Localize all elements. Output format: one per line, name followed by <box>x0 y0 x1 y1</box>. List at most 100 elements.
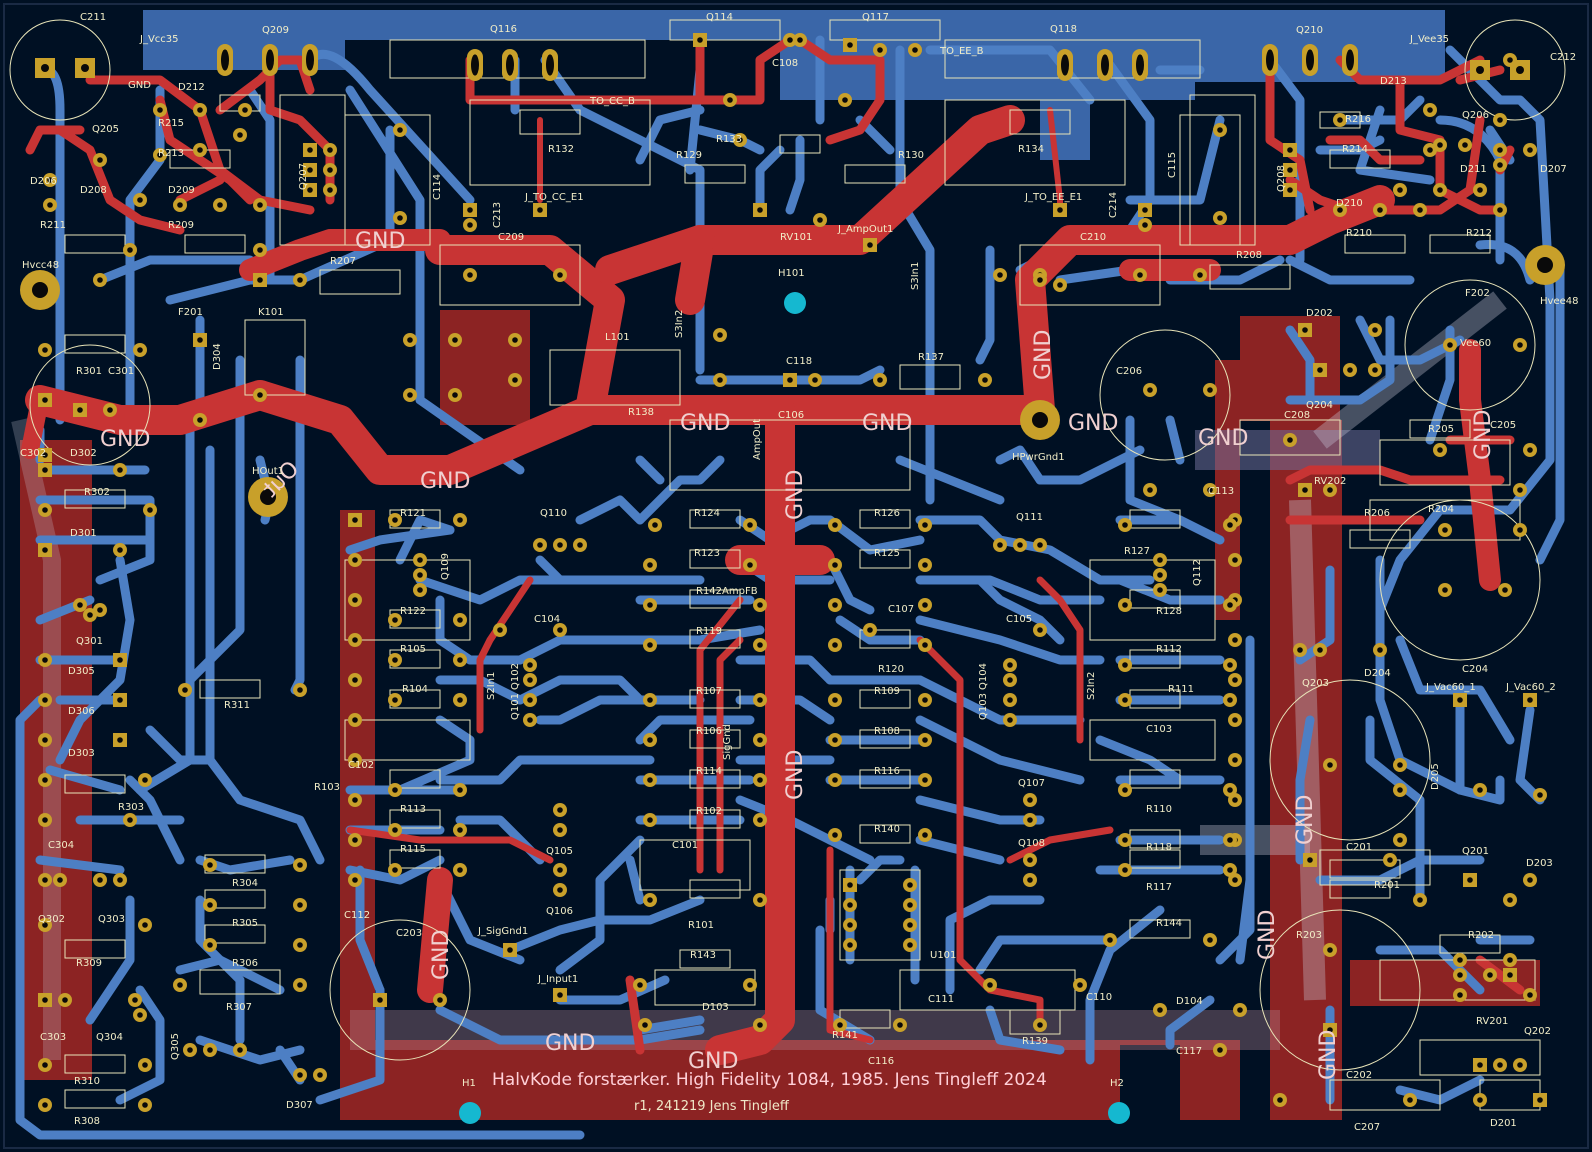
gnd-label: GND <box>420 469 470 494</box>
pad-drill <box>1476 66 1484 74</box>
gnd-label: GND <box>1068 411 1118 436</box>
pad-drill <box>137 347 143 353</box>
pad-drill <box>392 787 398 793</box>
pad-drill <box>97 877 103 883</box>
ref-q304: Q304 <box>96 1032 123 1043</box>
gnd-label: GND <box>680 411 730 436</box>
pad-drill <box>832 522 838 528</box>
pad-drill <box>1397 787 1403 793</box>
pad-drill <box>397 127 403 133</box>
pad-drill <box>1442 527 1448 533</box>
ref-q305: Q305 <box>170 1033 181 1060</box>
mounting-holes <box>20 245 1565 1124</box>
pad-drill <box>537 207 543 213</box>
ref-r204: R204 <box>1428 504 1454 515</box>
gnd-label: GND <box>1293 795 1318 845</box>
pad-drill <box>207 942 213 948</box>
ref-r112: R112 <box>1156 644 1182 655</box>
pad-drill <box>1227 662 1233 668</box>
pad-drill <box>42 657 48 663</box>
ref-r205: R205 <box>1428 424 1454 435</box>
ref-q204: Q204 <box>1306 400 1333 411</box>
pad-drill <box>1061 54 1069 76</box>
pad-drill <box>757 642 763 648</box>
pad-drill <box>832 642 838 648</box>
pad-drill <box>117 467 123 473</box>
ref-q302: Q302 <box>38 914 65 925</box>
ref-q207: Q207 <box>298 163 309 190</box>
pad-drill <box>1497 147 1503 153</box>
pad-drill <box>182 687 188 693</box>
pad-drill <box>1477 787 1483 793</box>
pad-drill <box>452 337 458 343</box>
ref-d305: D305 <box>68 666 95 677</box>
gnd-label: GND <box>1198 426 1248 451</box>
ref-d204: D204 <box>1364 668 1391 679</box>
pad-drill <box>457 517 463 523</box>
pad-drill <box>137 1012 143 1018</box>
pad-drill <box>97 277 103 283</box>
ref-q107: Q107 <box>1018 778 1045 789</box>
pad-drill <box>352 557 358 563</box>
pad-drill <box>1497 162 1503 168</box>
pad-drill <box>637 982 643 988</box>
ref-r103: R103 <box>314 782 340 793</box>
ref-j-vcc35: J_Vcc35 <box>139 34 179 45</box>
pad-drill <box>1437 187 1443 193</box>
pad-drill <box>457 867 463 873</box>
pad-drill <box>457 787 463 793</box>
ref-c110: C110 <box>1086 992 1112 1003</box>
ref-rv202: RV202 <box>1314 476 1346 487</box>
pad-drill <box>42 467 48 473</box>
pad-drill <box>1327 487 1333 493</box>
pad-drill <box>647 897 653 903</box>
pad-drill <box>757 817 763 823</box>
pad-drill <box>847 882 853 888</box>
pad-drill <box>847 942 853 948</box>
pad-drill <box>42 397 48 403</box>
ref-j-ampout1: J_AmpOut1 <box>837 224 893 235</box>
pad-drill <box>557 627 563 633</box>
pad-drill <box>177 982 183 988</box>
pad-drill <box>132 997 138 1003</box>
ref-r208: R208 <box>1236 250 1262 261</box>
ref-r129: R129 <box>676 150 702 161</box>
ref-r302: R302 <box>84 487 110 498</box>
pad-drill <box>207 862 213 868</box>
pad-drill <box>352 877 358 883</box>
pad-drill <box>237 1047 243 1053</box>
pad-drill <box>1507 957 1513 963</box>
pad-drill <box>737 137 743 143</box>
pad-drill <box>1437 142 1443 148</box>
pad-drill <box>257 277 263 283</box>
pad-drill <box>757 737 763 743</box>
pad-drill <box>327 147 333 153</box>
pad-drill <box>817 217 823 223</box>
pad-drill <box>527 697 533 703</box>
pad-drill <box>1517 487 1523 493</box>
pad-drill <box>1462 142 1468 148</box>
ref-d209: D209 <box>168 185 195 196</box>
pad-drill <box>1007 697 1013 703</box>
pad-drill <box>577 542 583 548</box>
pad-drill <box>1147 387 1153 393</box>
ref-r203: R203 <box>1296 930 1322 941</box>
gnd-label: GND <box>688 1049 738 1074</box>
pad-drill <box>307 167 313 173</box>
pad-drill <box>832 602 838 608</box>
gnd-label: GND <box>1316 1030 1341 1080</box>
pad-drill <box>352 517 358 523</box>
ref-rv201: RV201 <box>1476 1016 1508 1027</box>
pad-drill <box>257 392 263 398</box>
pad-drill <box>1101 54 1109 76</box>
pad-drill <box>1527 147 1533 153</box>
ref-r111: R111 <box>1168 684 1194 695</box>
pad-drill <box>207 1047 213 1053</box>
pad-drill <box>1507 57 1513 63</box>
pad-drill <box>832 832 838 838</box>
pad-drill <box>1027 877 1033 883</box>
pad-drill <box>1516 66 1524 74</box>
pad-drill <box>266 49 274 71</box>
